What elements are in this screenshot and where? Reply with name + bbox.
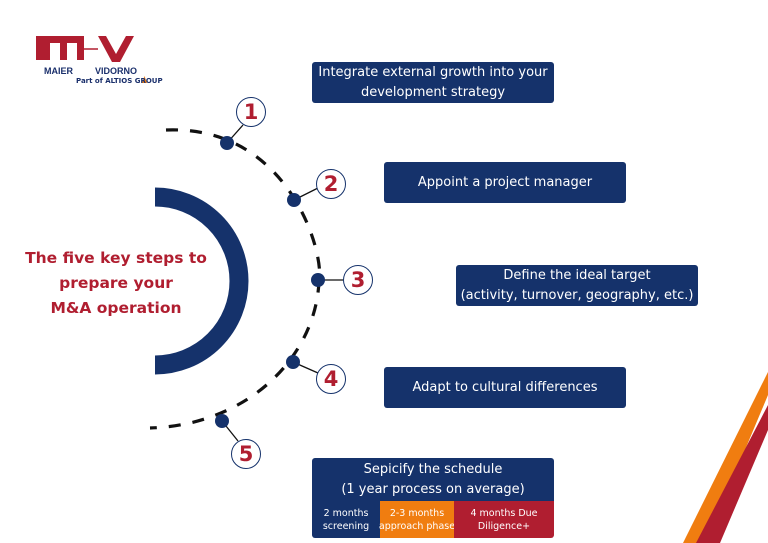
- step-5-line-1: Sepicify the schedule: [363, 462, 503, 477]
- red-stripe: [696, 405, 768, 543]
- step-box-4: Adapt to cultural differences: [384, 367, 626, 408]
- phase-1-line-2: screening: [322, 520, 370, 532]
- step-dot-1: [220, 136, 234, 150]
- diagram-title: The five key steps to prepare your M&A o…: [14, 246, 218, 321]
- half-ring: [154, 187, 249, 375]
- step-number-2: 2: [316, 169, 346, 199]
- step-3-line-1: Define the ideal target: [503, 267, 651, 283]
- step-number-3: 3: [343, 265, 373, 295]
- title-line-3: M&A operation: [50, 299, 182, 317]
- schedule-phase-due-diligence: 4 months Due Diligence+: [454, 501, 554, 538]
- step-1-line-2: development strategy: [360, 84, 506, 100]
- schedule-phase-approach: 2-3 months approach phase: [378, 501, 456, 538]
- logo-name-right: VIDORNO: [95, 66, 137, 76]
- altios-icon: [142, 76, 147, 83]
- step-2-line-1: Appoint a project manager: [417, 174, 593, 190]
- phase-3-line-1: 4 months Due: [470, 507, 538, 519]
- step-4-line-1: Adapt to cultural differences: [412, 379, 598, 395]
- step-dot-3: [311, 273, 325, 287]
- step-dot-5: [215, 414, 229, 428]
- step-box-1: Integrate external growth into your deve…: [312, 62, 554, 103]
- step-dot-2: [287, 193, 301, 207]
- step-dot-4: [286, 355, 300, 369]
- step-number-1: 1: [236, 97, 266, 127]
- step-number-5: 5: [231, 439, 261, 469]
- step-box-5: Sepicify the schedule (1 year process on…: [312, 458, 554, 502]
- phase-2-line-1: 2-3 months: [389, 507, 445, 519]
- phase-2-line-2: approach phase: [378, 520, 456, 532]
- step-5-line-2: (1 year process on average): [341, 482, 525, 497]
- schedule-phase-screening: 2 months screening: [312, 501, 380, 538]
- step-3-line-2: (activity, turnover, geography, etc.): [460, 287, 694, 303]
- phase-1-line-1: 2 months: [323, 507, 369, 519]
- step-box-2: Appoint a project manager: [384, 162, 626, 203]
- phase-3-line-2: Diligence+: [477, 520, 531, 532]
- title-line-1: The five key steps to: [25, 249, 207, 267]
- step-box-3: Define the ideal target (activity, turno…: [456, 265, 698, 306]
- step-number-4: 4: [316, 364, 346, 394]
- logo-name-left: MAIER: [44, 66, 74, 76]
- logo-mark: [36, 36, 134, 62]
- orange-stripe: [683, 372, 768, 543]
- logo-group-label: Part of ALTIOS GROUP: [76, 77, 163, 85]
- title-line-2: prepare your: [59, 274, 173, 292]
- step-1-line-1: Integrate external growth into your: [318, 64, 548, 80]
